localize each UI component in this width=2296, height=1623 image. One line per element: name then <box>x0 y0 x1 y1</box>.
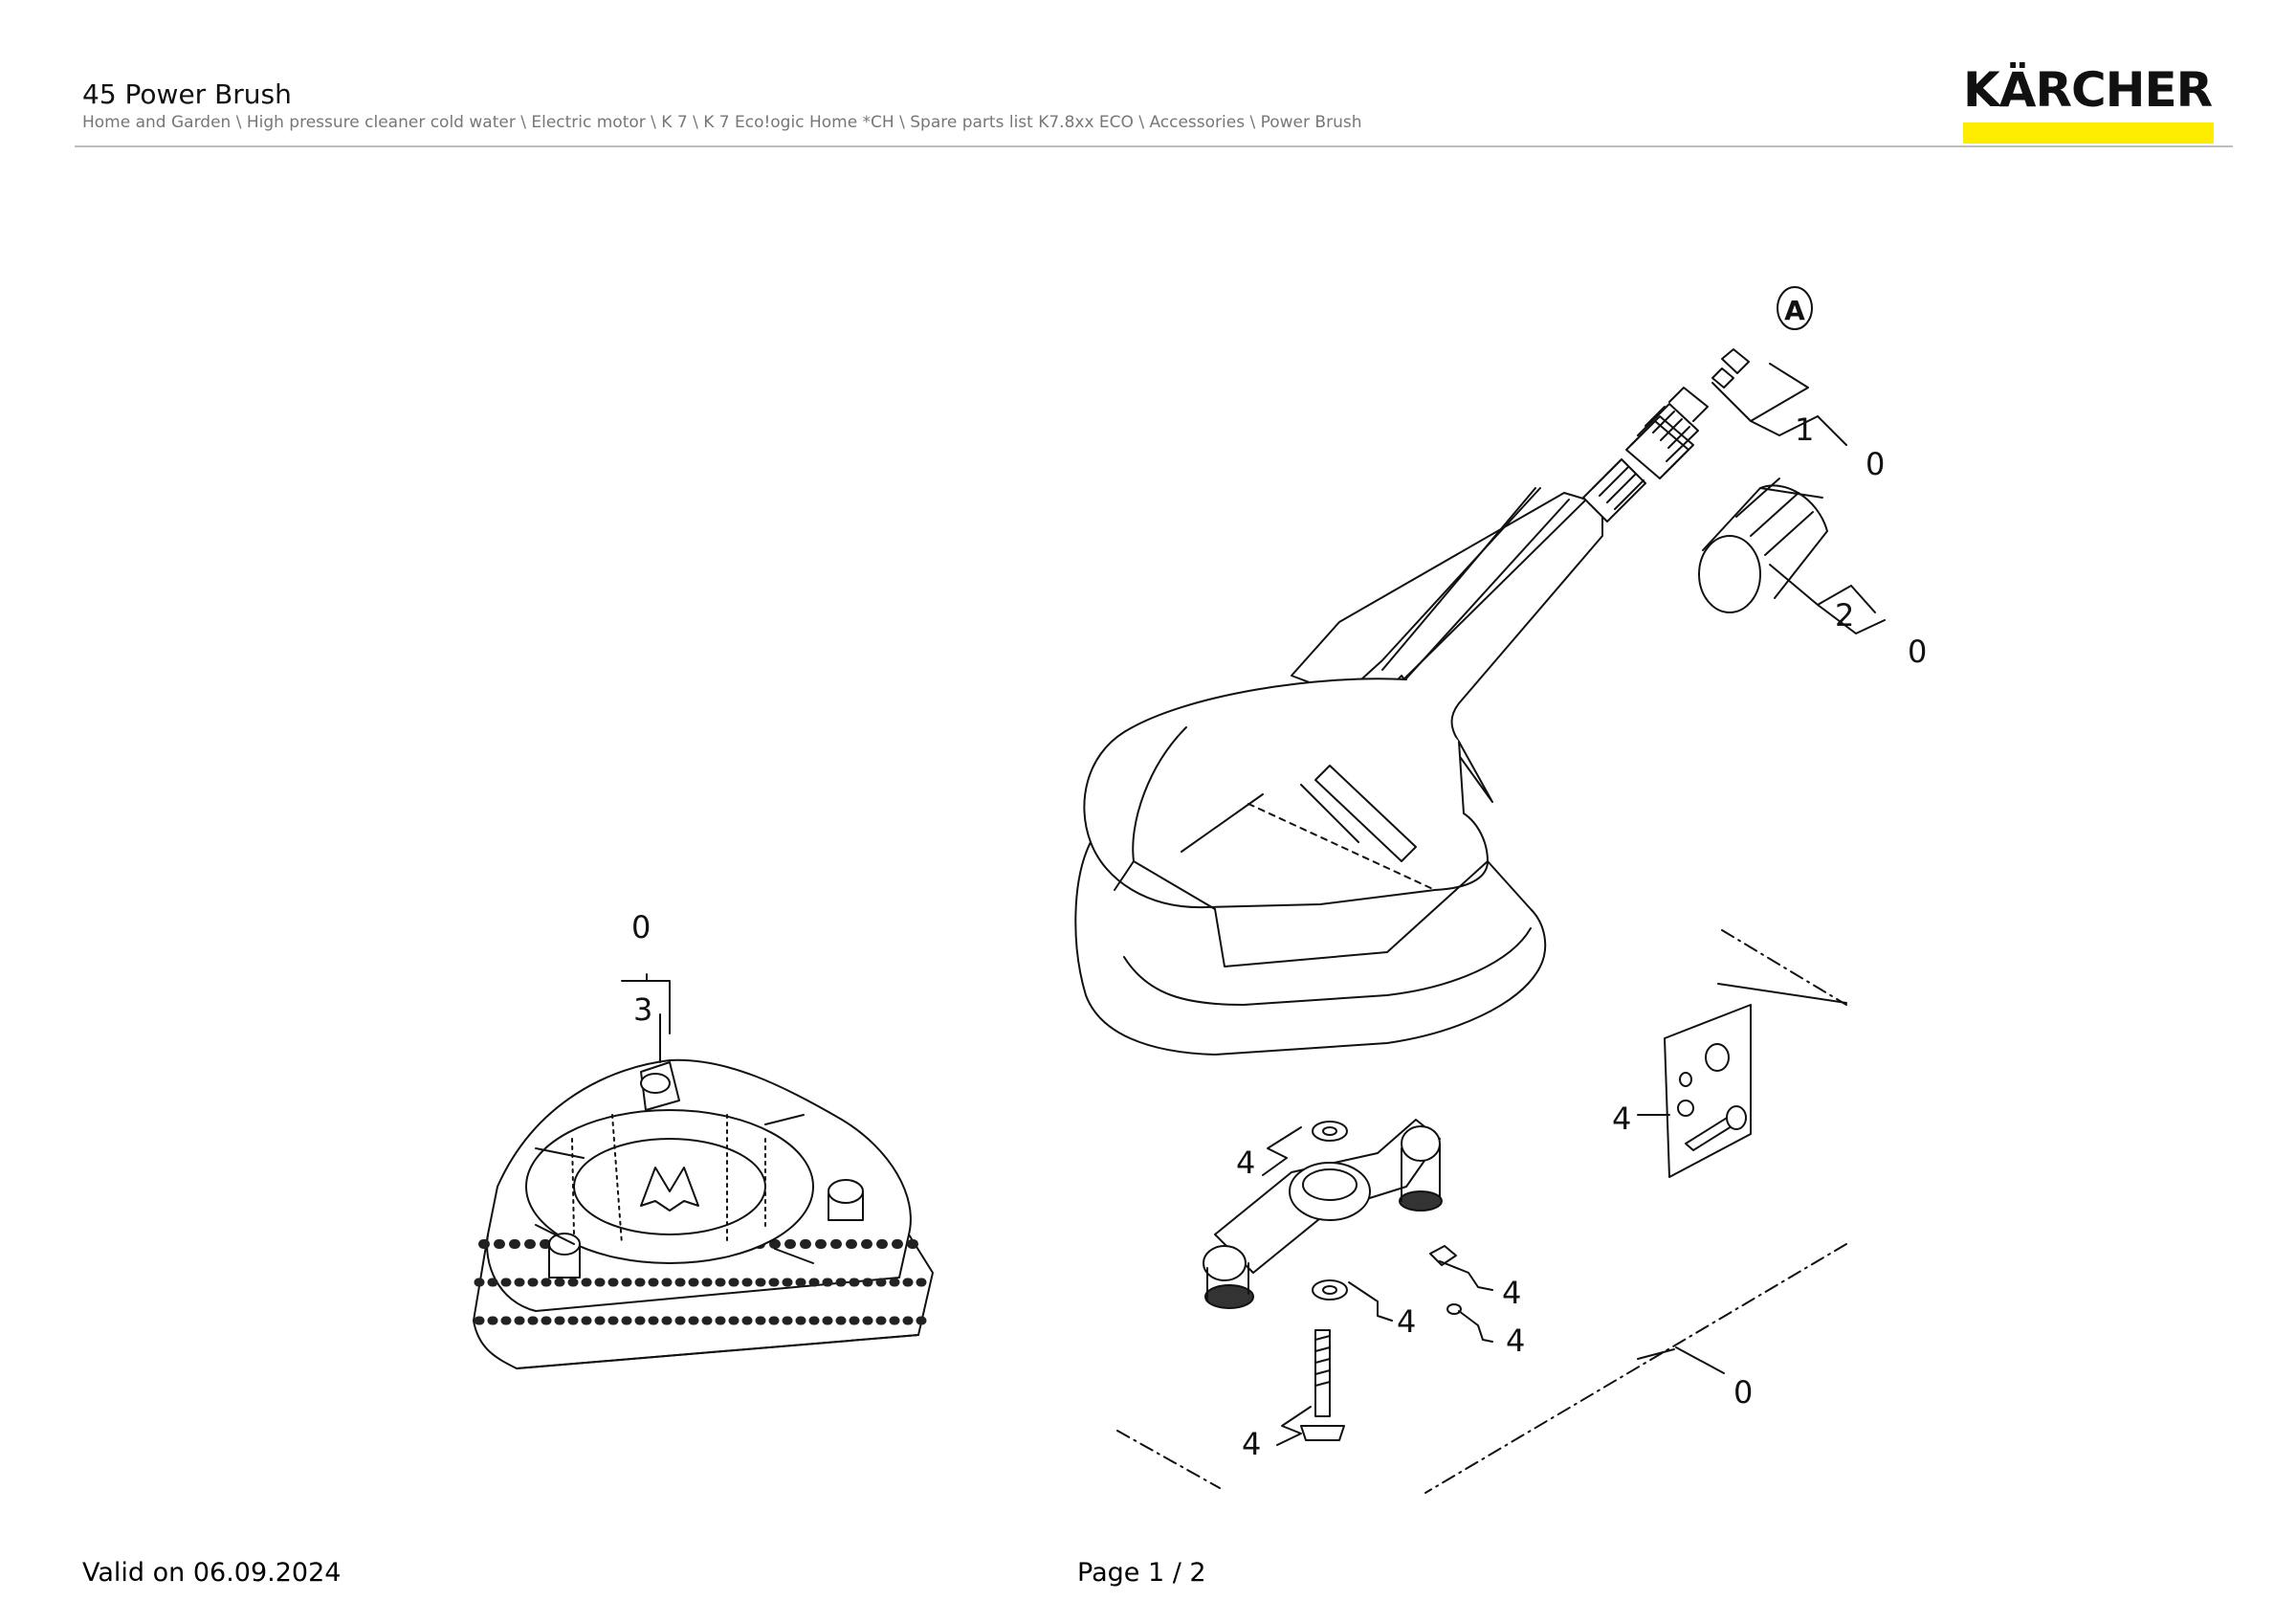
page-number: Page 1 / 2 <box>1077 1558 1206 1588</box>
brand-yellow-bar <box>1963 122 2214 144</box>
label-part-4-washer-mid: 4 <box>1397 1303 1416 1340</box>
label-part-4-small: 4 <box>1506 1323 1525 1359</box>
label-part-4-screw: 4 <box>1242 1426 1261 1462</box>
label-part-0-box: 0 <box>1733 1374 1753 1411</box>
label-part-3: 3 <box>633 991 652 1028</box>
label-part-2: 2 <box>1835 597 1854 634</box>
valid-date: Valid on 06.09.2024 <box>82 1558 342 1588</box>
washer-top <box>1312 1121 1348 1142</box>
label-part-1-qty: 0 <box>1866 446 1885 482</box>
breadcrumb: Home and Garden \ High pressure cleaner … <box>82 113 1362 132</box>
callout-a <box>1777 286 1813 330</box>
page-title: 45 Power Brush <box>82 78 292 110</box>
round-brush-part <box>473 1013 934 1369</box>
washer-mid <box>1312 1279 1348 1301</box>
cap-part <box>1698 478 1828 613</box>
brand-logo: KÄRCHER <box>1963 63 2214 144</box>
rotor-arm <box>1203 1119 1443 1309</box>
header-divider <box>75 145 2233 147</box>
label-part-4-plate: 4 <box>1612 1101 1631 1137</box>
label-part-4-washer-top: 4 <box>1236 1145 1255 1181</box>
label-part-3-top: 0 <box>631 909 651 945</box>
label-part-2-qty: 0 <box>1908 634 1927 670</box>
mounting-plate <box>1664 1004 1752 1178</box>
label-part-4-nut: 4 <box>1502 1275 1521 1311</box>
brand-wordmark: KÄRCHER <box>1963 62 2213 118</box>
callout-a-label: A <box>1784 295 1805 326</box>
power-brush-assembly <box>1074 348 1750 1056</box>
label-part-1: 1 <box>1795 411 1814 448</box>
